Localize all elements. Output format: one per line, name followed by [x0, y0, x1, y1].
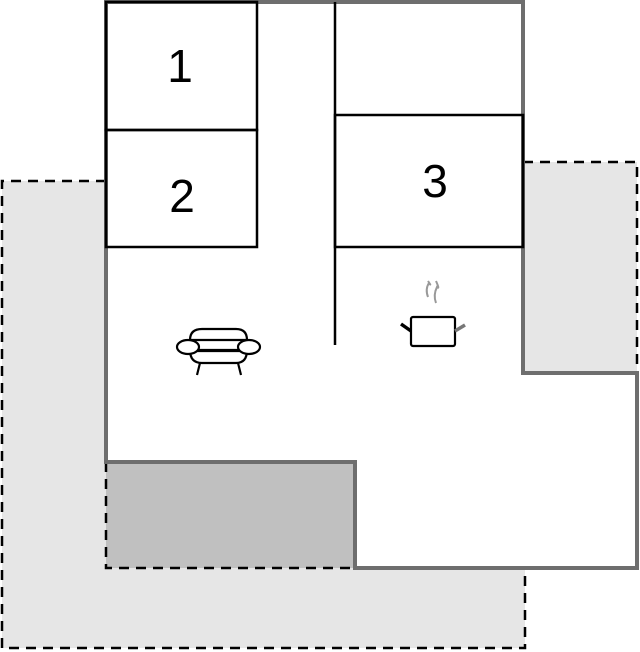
covered-terrace [106, 462, 355, 568]
room-3 [333, 113, 525, 249]
house-interior [106, 2, 637, 568]
terrace-outer-left [2, 181, 525, 648]
room-1-label: 1 [167, 40, 193, 92]
cooking-pot-icon [399, 280, 466, 348]
room-3-label: 3 [422, 155, 448, 207]
terrace-right [523, 162, 637, 373]
room-2 [104, 128, 259, 249]
room-2-label: 2 [169, 170, 195, 222]
terrace-outline-dashed [0, 179, 527, 650]
covered-terrace-outline [104, 462, 355, 570]
sofa-icon [175, 327, 262, 376]
terrace-right-outline [523, 160, 639, 373]
